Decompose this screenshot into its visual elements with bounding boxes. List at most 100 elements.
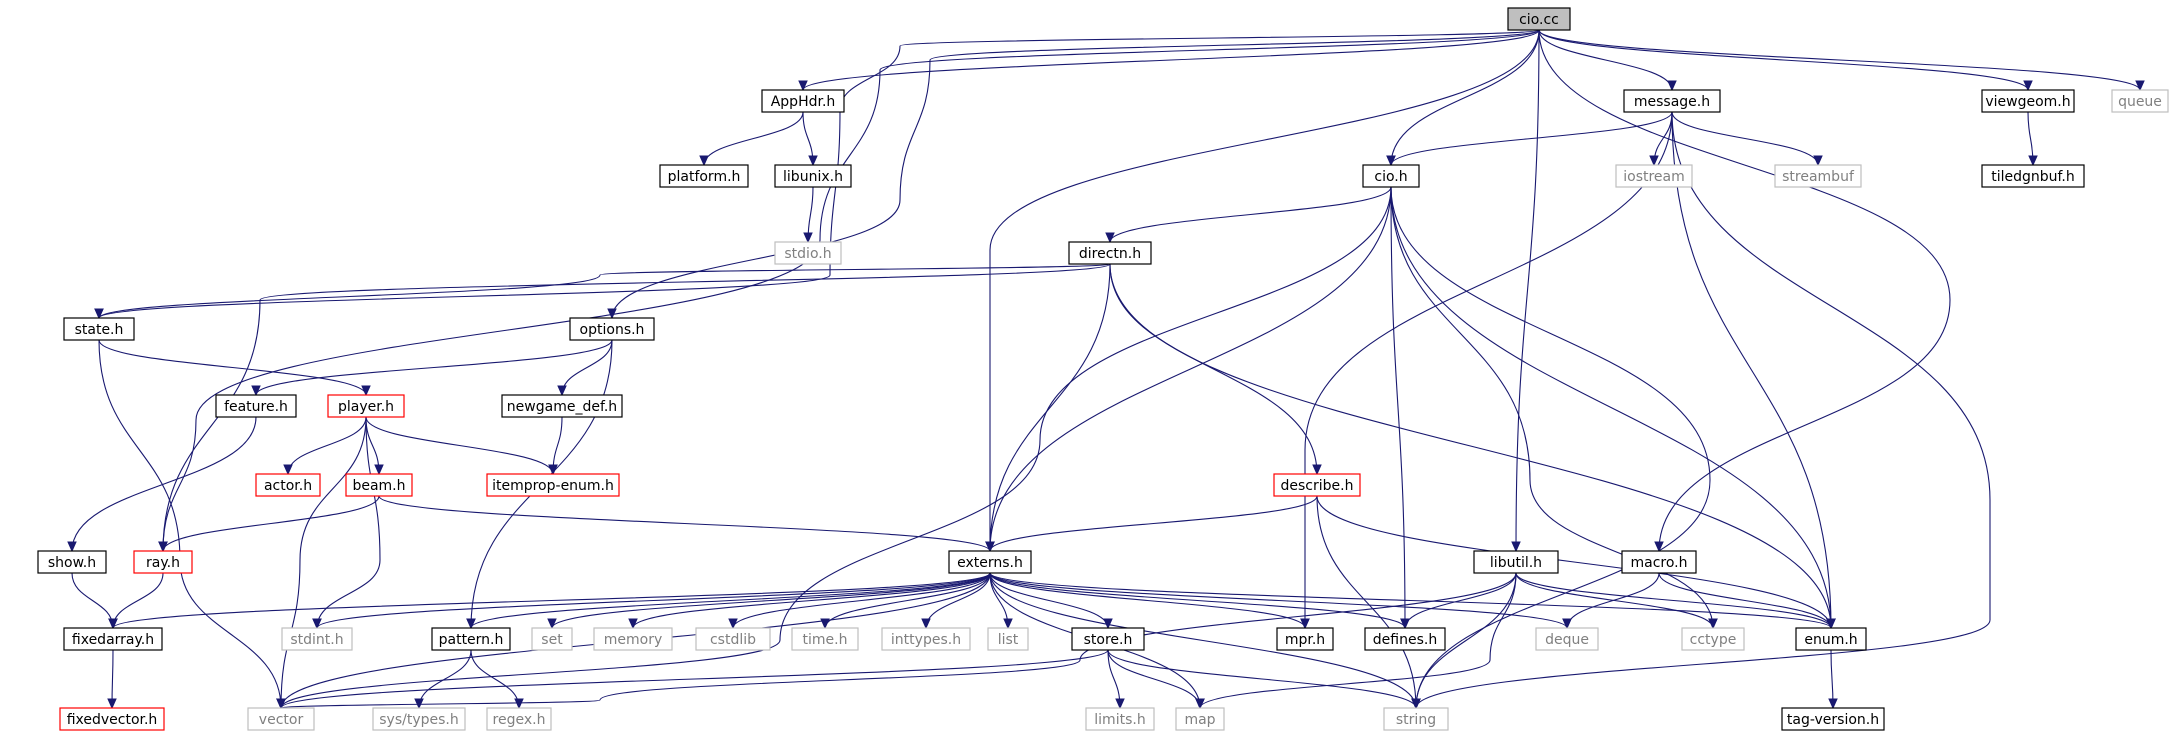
node-vector[interactable]: vector <box>247 707 315 731</box>
node-box <box>1276 627 1334 651</box>
node-set[interactable]: set <box>531 627 573 651</box>
node-label: stdio.h <box>784 246 831 262</box>
node-box <box>1615 164 1693 188</box>
node-label: iostream <box>1623 169 1685 185</box>
node-cstdlib[interactable]: cstdlib <box>695 627 771 651</box>
edge-libunix_h-to-stdio_h <box>803 186 814 244</box>
node-inttypes-h[interactable]: inttypes.h <box>881 627 971 651</box>
node-box <box>1383 707 1449 731</box>
node-message-h[interactable]: message.h <box>1623 89 1721 113</box>
node-actor-h[interactable]: actor.h <box>255 473 321 497</box>
node-box <box>486 707 552 731</box>
node-box <box>761 89 845 113</box>
node-box <box>1981 89 2075 113</box>
edge-player_h-to-stdint_h <box>312 416 381 630</box>
node-newgame-def-h[interactable]: newgame_def.h <box>501 394 623 418</box>
node-box <box>881 627 971 651</box>
edge-externs_h-to-defines_h <box>989 572 1410 630</box>
node-label: cio.cc <box>1519 12 1559 28</box>
node-box <box>2111 89 2169 113</box>
node-defines-h[interactable]: defines.h <box>1364 627 1446 651</box>
node-macro-h[interactable]: macro.h <box>1621 550 1697 574</box>
edges-layer <box>67 29 2145 710</box>
node-box <box>37 550 107 574</box>
node-box <box>659 164 749 188</box>
node-tiledgnbuf-h[interactable]: tiledgnbuf.h <box>1981 164 2085 188</box>
node-box <box>133 550 193 574</box>
edge-options_h-to-newgame_def_h <box>557 339 613 397</box>
node-itemprop-enum-h[interactable]: itemprop-enum.h <box>486 473 620 497</box>
node-libutil-h[interactable]: libutil.h <box>1473 550 1559 574</box>
node-box <box>791 627 859 651</box>
node-time-h[interactable]: time.h <box>791 627 859 651</box>
node-apphdr-h[interactable]: AppHdr.h <box>761 89 845 113</box>
node-box <box>948 550 1032 574</box>
node-label: newgame_def.h <box>507 399 617 415</box>
node-label: streambuf <box>1782 169 1855 185</box>
node-limits-h[interactable]: limits.h <box>1085 707 1155 731</box>
edge-feature_h-to-show_h <box>67 416 257 553</box>
edge-pattern_h-to-sys_types_h <box>414 649 472 710</box>
node-queue[interactable]: queue <box>2111 89 2169 113</box>
node-store-h[interactable]: store.h <box>1071 627 1145 651</box>
node-stdio-h[interactable]: stdio.h <box>774 241 842 265</box>
node-player-h[interactable]: player.h <box>327 394 405 418</box>
node-enum-h[interactable]: enum.h <box>1795 627 1867 651</box>
node-fixedarray-h[interactable]: fixedarray.h <box>63 627 163 651</box>
node-describe-h[interactable]: describe.h <box>1273 473 1361 497</box>
node-beam-h[interactable]: beam.h <box>345 473 413 497</box>
node-cio-cc[interactable]: cio.cc <box>1507 7 1571 31</box>
node-state-h[interactable]: state.h <box>63 317 135 341</box>
node-stdint-h[interactable]: stdint.h <box>281 627 353 651</box>
node-box <box>345 473 413 497</box>
node-cio-h[interactable]: cio.h <box>1362 164 1420 188</box>
edge-cio_cc-to-options_h <box>607 29 1540 320</box>
edge-externs_h-to-deque <box>989 572 1572 630</box>
node-label: map <box>1184 712 1215 728</box>
node-directn-h[interactable]: directn.h <box>1068 241 1152 265</box>
edge-externs_h-to-set <box>547 572 991 630</box>
node-string[interactable]: string <box>1383 707 1449 731</box>
node-label: cctype <box>1690 632 1737 648</box>
node-box <box>281 627 353 651</box>
node-map[interactable]: map <box>1175 707 1225 731</box>
node-box <box>1085 707 1155 731</box>
node-libunix-h[interactable]: libunix.h <box>774 164 852 188</box>
node-label: feature.h <box>224 399 288 415</box>
node-sys-types-h[interactable]: sys/types.h <box>372 707 466 731</box>
node-deque[interactable]: deque <box>1535 627 1599 651</box>
node-box <box>59 707 165 731</box>
edge-pattern_h-to-regex_h <box>470 649 524 710</box>
node-label: libutil.h <box>1490 555 1542 571</box>
node-box <box>327 394 405 418</box>
node-fixedvector-h[interactable]: fixedvector.h <box>59 707 165 731</box>
node-label: cio.h <box>1374 169 1407 185</box>
node-list[interactable]: list <box>987 627 1029 651</box>
edge-externs_h-to-stdint_h <box>312 572 991 630</box>
node-pattern-h[interactable]: pattern.h <box>431 627 511 651</box>
node-show-h[interactable]: show.h <box>37 550 107 574</box>
node-cctype[interactable]: cctype <box>1681 627 1745 651</box>
node-tag-version-h[interactable]: tag-version.h <box>1781 707 1885 731</box>
node-feature-h[interactable]: feature.h <box>215 394 297 418</box>
edge-cio_cc-to-externs_h <box>985 29 1540 553</box>
edge-options_h-to-feature_h <box>251 339 613 397</box>
node-viewgeom-h[interactable]: viewgeom.h <box>1981 89 2075 113</box>
node-options-h[interactable]: options.h <box>569 317 655 341</box>
edge-macro_h-to-enum_h <box>1658 572 1836 630</box>
edge-directn_h-to-ray_h <box>158 263 1111 553</box>
node-label: tiledgnbuf.h <box>1991 169 2075 185</box>
node-regex-h[interactable]: regex.h <box>486 707 552 731</box>
node-streambuf[interactable]: streambuf <box>1774 164 1862 188</box>
node-platform-h[interactable]: platform.h <box>659 164 749 188</box>
edge-state_h-to-player_h <box>98 339 371 397</box>
node-memory[interactable]: memory <box>593 627 673 651</box>
node-ray-h[interactable]: ray.h <box>133 550 193 574</box>
node-externs-h[interactable]: externs.h <box>948 550 1032 574</box>
edge-externs_h-to-cstdlib <box>728 572 991 630</box>
edge-store_h-to-limits_h <box>1107 649 1125 710</box>
node-mpr-h[interactable]: mpr.h <box>1276 627 1334 651</box>
node-iostream[interactable]: iostream <box>1615 164 1693 188</box>
edge-externs_h-to-mpr_h <box>989 572 1310 630</box>
